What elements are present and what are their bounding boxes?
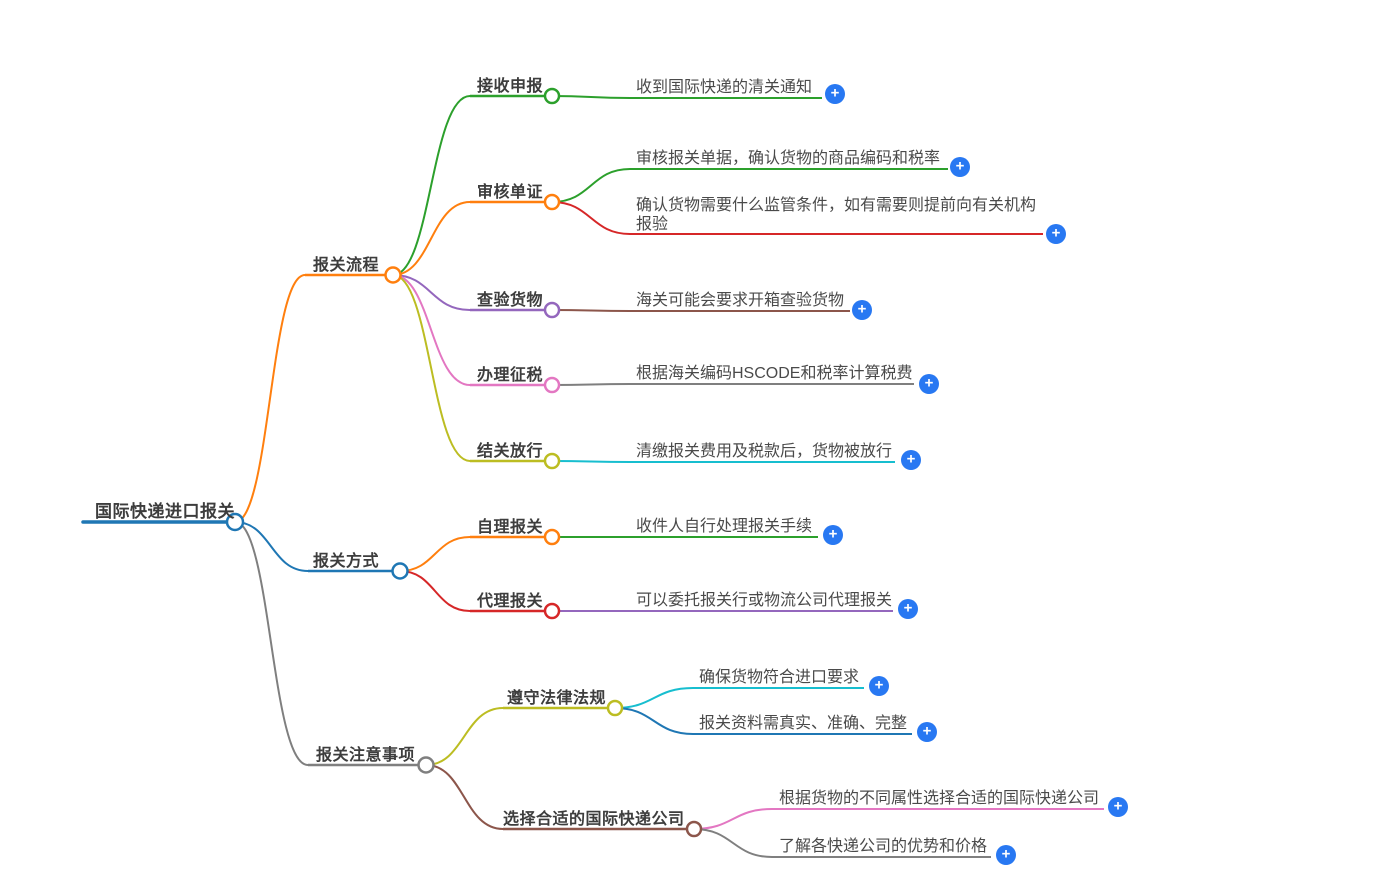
node-label-self[interactable]: 自理报关 [477,519,544,536]
leaf-label-receive-1[interactable]: 收到国际快递的清关通知 [636,79,813,96]
leaf-label-inspect-1[interactable]: 海关可能会要求开箱查验货物 [636,292,845,309]
link-process-to-release [392,274,471,462]
plus-icon: + [924,374,934,392]
node-circle-inspect[interactable] [543,301,561,319]
node-circle-process[interactable] [384,266,402,284]
node-label-choose[interactable]: 选择合适的国际快递公司 [503,811,685,828]
node-label-law[interactable]: 遵守法律法规 [507,690,607,707]
link-law-to-leaf2 [614,707,694,735]
leaf-label-tax-1[interactable]: 根据海关编码HSCODE和税率计算税费 [636,365,913,382]
node-circle-root[interactable] [225,512,245,532]
node-circle-agent[interactable] [543,602,561,620]
leaf-label-choose-1[interactable]: 根据货物的不同属性选择合适的国际快递公司 [779,790,1100,807]
link-method-to-self [399,536,471,572]
link-process-to-tax [392,274,471,386]
plus-icon: + [922,722,932,740]
leaf-label-choose-2[interactable]: 了解各快递公司的优势和价格 [779,838,988,855]
link-choose-to-leaf1 [693,808,773,830]
link-notes-to-choose [425,764,504,830]
node-label-notes[interactable]: 报关注意事项 [316,747,416,764]
leaf-label-review-2[interactable]: 确认货物需要什么监管条件，如有需要则提前向有关机构报验 [636,197,1037,233]
expand-button-review-leaf2[interactable]: + [1046,224,1066,244]
leaf-label-review-1[interactable]: 审核报关单据，确认货物的商品编码和税率 [636,150,941,167]
plus-icon: + [874,676,884,694]
node-circle-notes[interactable] [417,756,435,774]
expand-button-release-leaf[interactable]: + [901,450,921,470]
link-receive-to-leaf [551,95,631,99]
expand-button-receive-leaf[interactable]: + [825,84,845,104]
plus-icon: + [906,450,916,468]
node-circle-self[interactable] [543,528,561,546]
link-review-to-leaf1 [551,168,631,203]
expand-button-review-leaf1[interactable]: + [950,157,970,177]
expand-button-law-leaf2[interactable]: + [917,722,937,742]
expand-button-agent-leaf[interactable]: + [898,599,918,619]
link-review-to-leaf2 [551,201,631,235]
plus-icon: + [1113,797,1123,815]
expand-button-self-leaf[interactable]: + [823,525,843,545]
node-label-root[interactable]: 国际快递进口报关 [95,502,235,521]
link-tax-to-leaf [551,383,631,386]
plus-icon: + [903,599,913,617]
node-label-agent[interactable]: 代理报关 [477,593,544,610]
node-label-process[interactable]: 报关流程 [313,257,380,274]
plus-icon: + [1001,845,1011,863]
node-circle-choose[interactable] [685,820,703,838]
link-release-to-leaf [551,460,631,463]
link-method-to-agent [399,570,471,612]
node-label-method[interactable]: 报关方式 [313,553,380,570]
leaf-label-release-1[interactable]: 清缴报关费用及税款后，货物被放行 [636,443,893,460]
link-notes-to-law [425,707,504,766]
link-root-to-notes [234,521,309,766]
link-process-to-review [392,201,471,276]
node-circle-method[interactable] [391,562,409,580]
node-circle-release[interactable] [543,452,561,470]
node-label-review[interactable]: 审核单证 [477,184,544,201]
link-process-to-inspect [392,274,471,311]
node-label-receive[interactable]: 接收申报 [477,78,544,95]
plus-icon: + [1051,224,1061,242]
node-label-tax[interactable]: 办理征税 [477,367,544,384]
link-root-to-method [234,521,309,572]
link-choose-to-leaf2 [693,828,773,858]
node-circle-law[interactable] [606,699,624,717]
plus-icon: + [828,525,838,543]
expand-button-choose-leaf2[interactable]: + [996,845,1016,865]
node-circle-review[interactable] [543,193,561,211]
plus-icon: + [857,300,867,318]
plus-icon: + [830,84,840,102]
link-inspect-to-leaf [551,309,631,312]
leaf-label-law-1[interactable]: 确保货物符合进口要求 [699,669,860,686]
expand-button-law-leaf1[interactable]: + [869,676,889,696]
expand-button-inspect-leaf[interactable]: + [852,300,872,320]
leaf-label-law-2[interactable]: 报关资料需真实、准确、完整 [699,715,908,732]
expand-button-choose-leaf1[interactable]: + [1108,797,1128,817]
link-root-to-process [234,274,306,523]
plus-icon: + [955,157,965,175]
link-process-to-receive [392,95,471,276]
expand-button-tax-leaf[interactable]: + [919,374,939,394]
node-circle-receive[interactable] [543,87,561,105]
node-label-release[interactable]: 结关放行 [477,443,544,460]
leaf-label-agent-1[interactable]: 可以委托报关行或物流公司代理报关 [636,592,893,609]
link-law-to-leaf1 [614,687,694,709]
node-circle-tax[interactable] [543,376,561,394]
leaf-label-self-1[interactable]: 收件人自行处理报关手续 [636,518,813,535]
node-label-inspect[interactable]: 查验货物 [477,292,544,309]
